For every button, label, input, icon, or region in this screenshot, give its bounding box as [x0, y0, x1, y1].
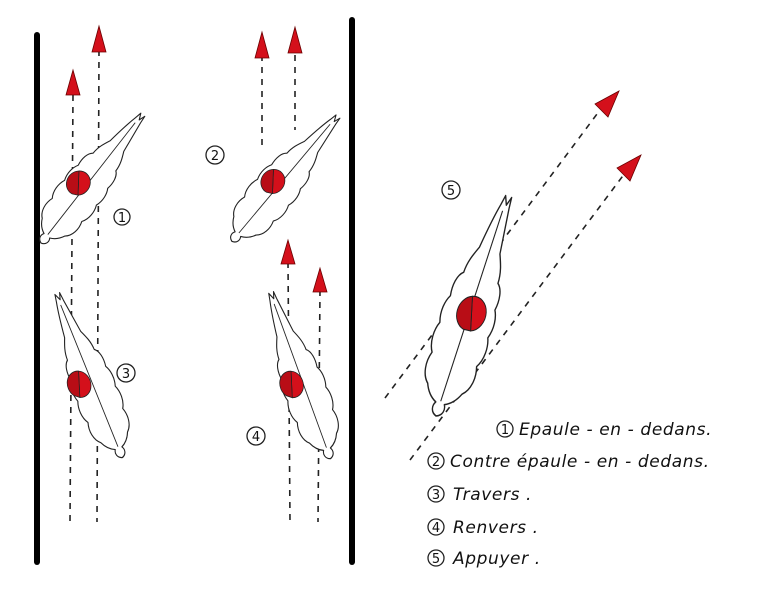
legend-item-1: 1 Epaule - en - dedans.: [496, 420, 712, 440]
tracks-left: [65, 24, 107, 523]
svg-text:Epaule - en - dedans.: Epaule - en - dedans.: [519, 420, 712, 440]
legend-item-5: 5 Appuyer .: [427, 549, 541, 569]
legend-item-3: 3 Travers .: [427, 485, 532, 505]
svg-text:3: 3: [432, 488, 440, 503]
horse-2: [214, 101, 355, 257]
svg-text:Appuyer .: Appuyer .: [452, 549, 541, 569]
svg-text:Travers .: Travers .: [453, 485, 532, 505]
svg-text:2: 2: [432, 455, 440, 470]
legend-item-2: 2 Contre épaule - en - dedans.: [427, 452, 710, 472]
legend-item-4: 4 Renvers .: [427, 518, 539, 538]
horse-number-4: 4: [246, 426, 266, 446]
horse-number-labels: 1 2 3 4 5: [113, 145, 461, 446]
tracks-right: [384, 90, 642, 461]
horse-1: [23, 99, 160, 258]
arrow-head-icon: [312, 266, 328, 293]
svg-text:2: 2: [211, 149, 219, 164]
horse-number-1: 1: [113, 208, 131, 226]
walls: [34, 17, 355, 565]
arrow-head-icon: [91, 24, 107, 53]
svg-text:Renvers .: Renvers .: [453, 518, 539, 538]
svg-text:1: 1: [501, 423, 509, 438]
svg-text:1: 1: [118, 211, 126, 226]
svg-text:Contre épaule - en - dedans.: Contre épaule - en - dedans.: [450, 452, 710, 472]
arrow-head-icon: [594, 90, 620, 118]
legend: 1 Epaule - en - dedans. 2 Contre épaule …: [427, 420, 712, 569]
svg-text:3: 3: [122, 367, 130, 382]
arrow-head-icon: [616, 154, 642, 182]
svg-text:4: 4: [432, 521, 440, 536]
arrow-head-icon: [280, 238, 296, 265]
svg-text:5: 5: [432, 552, 440, 567]
svg-text:5: 5: [447, 184, 455, 199]
tracks-middle: [254, 25, 328, 523]
arrow-head-icon: [254, 30, 270, 59]
horse-number-3: 3: [116, 363, 136, 383]
svg-text:4: 4: [252, 430, 260, 445]
horse-number-5: 5: [441, 180, 461, 200]
horse-number-2: 2: [205, 145, 225, 165]
arrow-head-icon: [287, 25, 303, 54]
arrow-head-icon: [65, 68, 81, 96]
